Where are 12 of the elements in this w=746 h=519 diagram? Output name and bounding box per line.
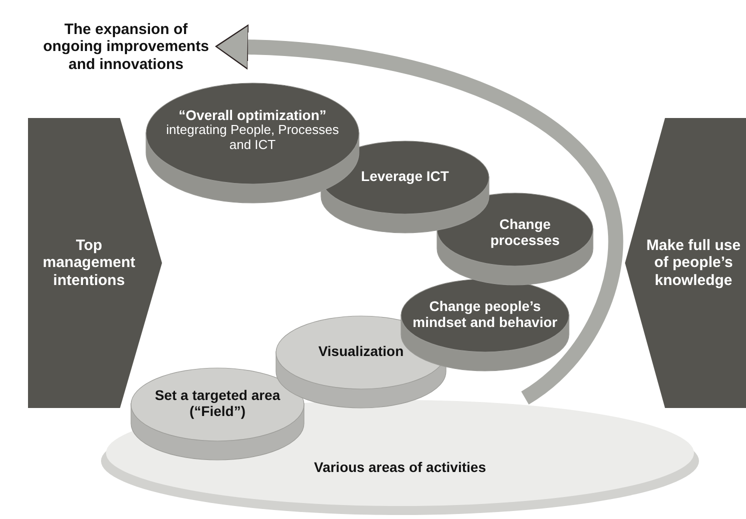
panel-label: Make full use of people’s knowledge xyxy=(645,237,742,289)
platform-label: Various areas of activities xyxy=(314,458,486,476)
platform-label: integrating People, Processes and ICT xyxy=(165,123,340,153)
platform-label: Leverage ICT xyxy=(361,168,449,184)
platform-label: Change processes xyxy=(489,216,561,248)
platform-label: Change people’s mindset and behavior xyxy=(412,298,558,330)
platform-label: Set a targeted area (“Field”) xyxy=(154,386,282,420)
panel-label: Top management intentions xyxy=(42,237,136,289)
heading-text: The expansion of ongoing improvements and innovations xyxy=(42,21,210,73)
platform-label: “Overall optimization” xyxy=(178,107,326,124)
platform-label: Visualization xyxy=(318,342,404,360)
curved-arrow xyxy=(215,24,624,404)
